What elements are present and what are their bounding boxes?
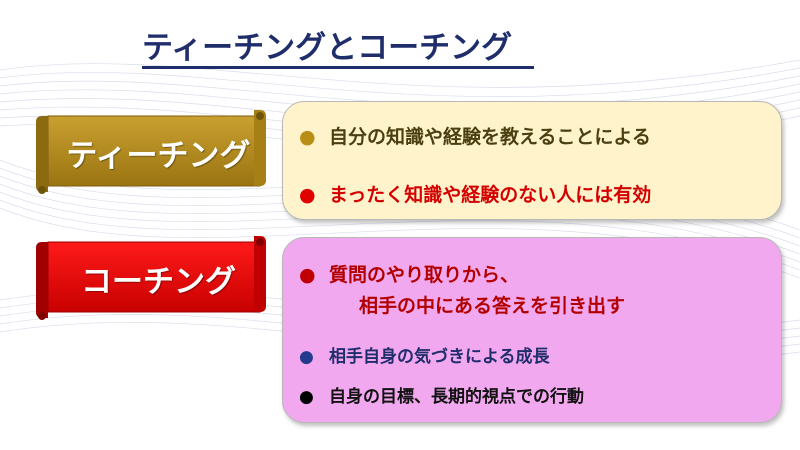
- item-text: 自分の知識や経験を教えることによる: [329, 126, 651, 148]
- item-text: 質問のやり取りから、: [329, 264, 520, 286]
- teaching-label: ティーチング: [66, 138, 251, 174]
- bullet-icon: ●: [299, 184, 316, 206]
- list-item: ● 相手自身の気づきによる成長: [299, 342, 550, 367]
- coaching-banner: コーチング: [36, 236, 266, 322]
- coaching-label: コーチング: [81, 264, 236, 300]
- bullet-icon: ●: [299, 347, 314, 367]
- title-underline: [142, 66, 534, 69]
- item-text: 相手自身の気づきによる成長: [329, 347, 550, 367]
- scroll-banner-shape: [36, 110, 266, 194]
- item-text: 自身の目標、長期的視点での行動: [329, 387, 584, 407]
- list-item: ● まったく知識や経験のない人には有効: [299, 180, 651, 207]
- bullet-icon: ●: [299, 126, 316, 148]
- teaching-banner: ティーチング: [36, 110, 266, 196]
- list-item: ● 質問のやり取りから、: [299, 260, 519, 287]
- bullet-icon: ●: [299, 264, 316, 286]
- coaching-description-box: ● 質問のやり取りから、 相手の中にある答えを引き出す ● 相手自身の気づきによる成…: [282, 237, 782, 423]
- item-text: まったく知識や経験のない人には有効: [329, 184, 652, 206]
- page-title: ティーチングとコーチング: [142, 30, 513, 66]
- bullet-icon: ●: [299, 387, 314, 407]
- list-item: ● 自分の知識や経験を教えることによる: [299, 122, 651, 149]
- teaching-description-box: ● 自分の知識や経験を教えることによる ● まったく知識や経験のない人には有効: [282, 101, 782, 220]
- list-item-continuation: 相手の中にある答えを引き出す: [359, 295, 626, 317]
- list-item: ● 自身の目標、長期的視点での行動: [299, 382, 584, 407]
- scroll-banner-shape: [36, 236, 266, 320]
